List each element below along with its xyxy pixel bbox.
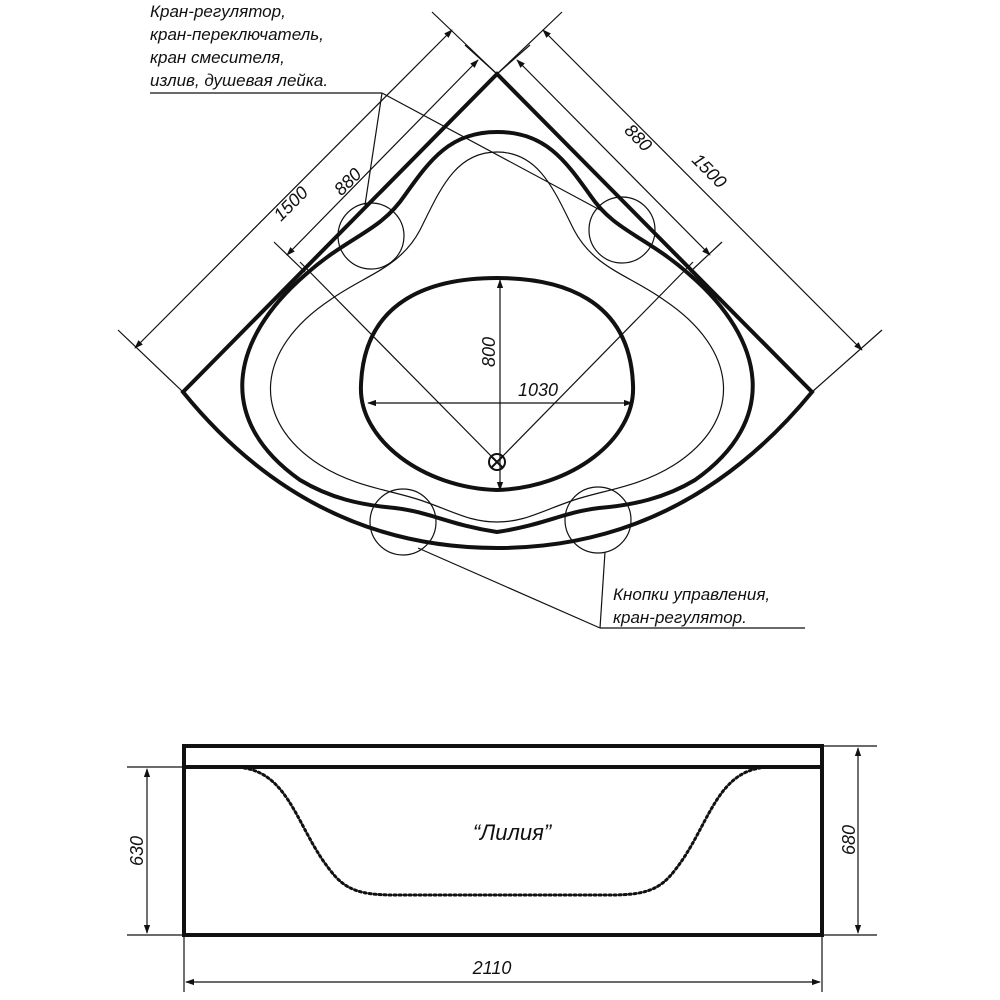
front-panel-outline (182, 744, 824, 937)
top-view: Кран-регулятор, кран-переключатель, кран… (117, 2, 883, 629)
dim-label-bowl-height: 800 (479, 337, 499, 367)
model-name: “Лилия” (473, 820, 553, 845)
dim-label-inner-height: 630 (127, 836, 147, 866)
dim-label-bowl-width: 1030 (518, 380, 558, 400)
dim-label-width: 2110 (472, 958, 512, 978)
leader-line (364, 92, 383, 206)
dim-label-right-inner: 880 (621, 120, 656, 155)
dim-label-right-outer: 1500 (688, 150, 730, 192)
hidden-bowl-profile (242, 766, 762, 897)
dim-label-left-inner: 880 (330, 164, 365, 199)
label-bottom-line-2: кран-регулятор. (613, 608, 747, 627)
extension-line (464, 44, 498, 75)
front-view: “Лилия” 630 680 2110 (127, 744, 877, 992)
fixture-circle-top-right (588, 196, 656, 264)
tub-outer-outline (180, 71, 815, 551)
label-bottom-line-1: Кнопки управления, (613, 585, 770, 604)
extension-line (689, 241, 723, 273)
label-top-line-2: кран-переключатель, (150, 25, 324, 44)
label-top-line-4: излив, душевая лейка. (150, 71, 328, 90)
fixture-circle-bottom-left (369, 488, 437, 556)
construction-line (496, 261, 694, 463)
extension-line (273, 241, 306, 273)
extension-line (811, 329, 883, 393)
tub-rim-outline (240, 129, 755, 535)
leader-line (417, 547, 601, 629)
fixture-circle-top-left (337, 202, 405, 270)
construction-line (299, 261, 498, 463)
label-top-line-3: кран смесителя, (150, 48, 285, 67)
label-top-line-1: Кран-регулятор, (150, 2, 286, 21)
dim-line-left-inner (286, 59, 479, 256)
dim-label-total-height: 680 (839, 825, 859, 855)
extension-line (496, 44, 531, 75)
dim-line-right-inner (516, 59, 711, 256)
extension-line (117, 329, 184, 393)
extension-line (496, 11, 563, 75)
dim-label-left-outer: 1500 (270, 183, 312, 225)
leader-line (599, 551, 606, 629)
fixture-circle-bottom-right (564, 486, 632, 554)
tub-bowl (358, 275, 636, 493)
